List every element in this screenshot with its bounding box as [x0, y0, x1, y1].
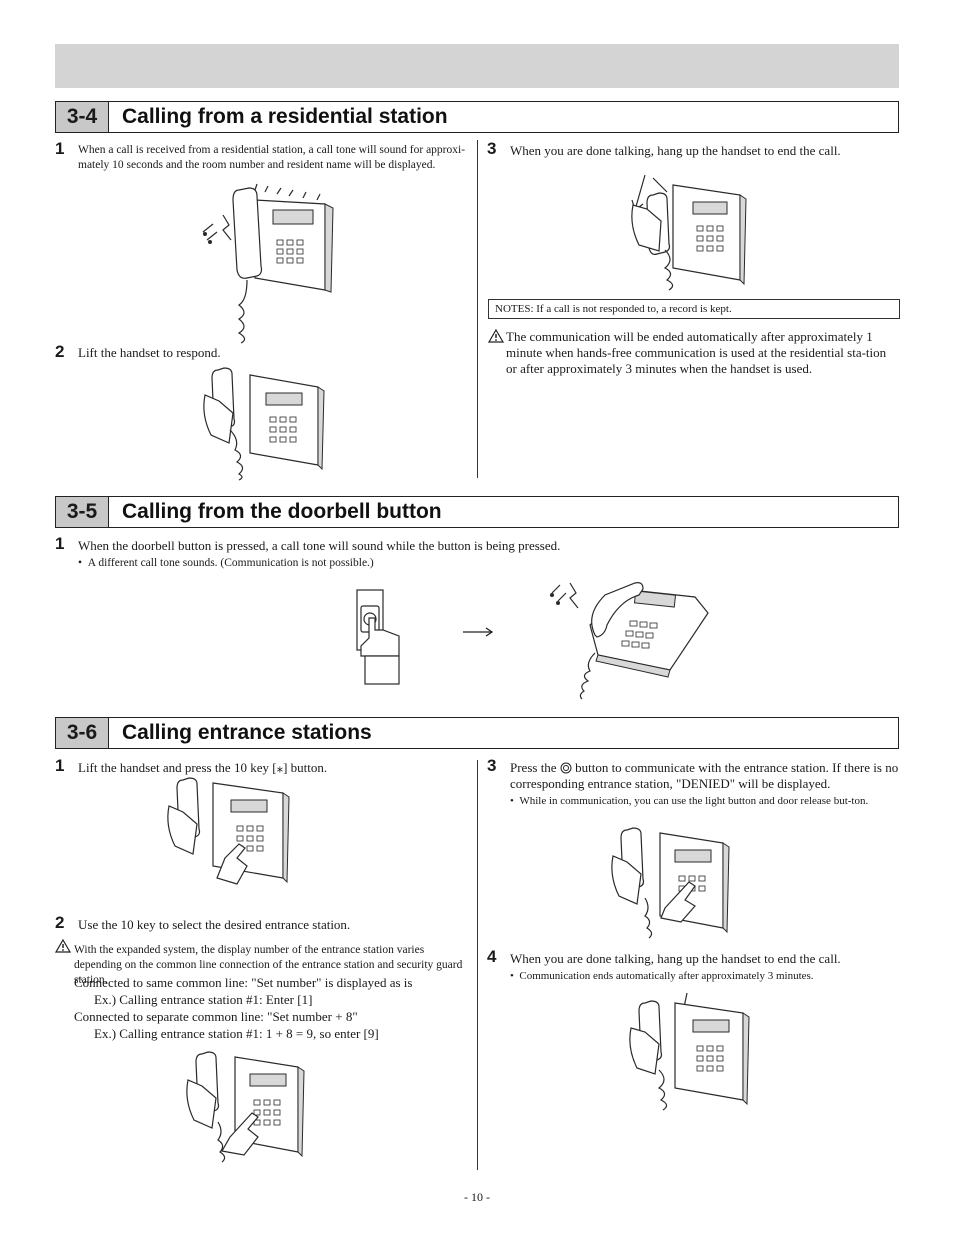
step-text: Lift the handset and press the 10 key [⁎…	[78, 760, 327, 776]
step-text: Press the button to communicate with the…	[510, 760, 900, 792]
step-number: 3	[487, 756, 497, 775]
step-number: 1	[55, 534, 65, 553]
intercom-illustration	[167, 777, 290, 885]
bullet-item: • While in communication, you can use th…	[510, 795, 869, 807]
section-title: Calling entrance stations	[122, 721, 372, 744]
intercom-illustration	[550, 582, 709, 700]
step-text-part: Lift the handset and press the 10 key [	[78, 760, 277, 775]
section-title: Calling from a residential station	[122, 105, 448, 128]
step-text: When you are done talking, hang up the h…	[510, 951, 841, 966]
bullet-item: • A different call tone sounds. (Communi…	[78, 557, 374, 569]
talk-button-icon	[560, 762, 572, 774]
warning-text: The communication will be ended automati…	[506, 329, 887, 376]
intercom-illustration	[186, 1051, 305, 1163]
step-number: 2	[55, 342, 65, 361]
page-number: - 10 -	[464, 1190, 490, 1204]
section-number: 3-4	[56, 102, 109, 132]
intercom-illustration	[631, 174, 747, 291]
bullet-text: While in communication, you can use the …	[519, 795, 869, 807]
intercom-illustration	[203, 367, 325, 481]
bullet-item: • Communication ends automatically after…	[510, 970, 814, 982]
step-text-part: Press the	[510, 760, 557, 775]
step-number: 1	[55, 756, 65, 775]
bullet-text: Communication ends automatically after a…	[519, 970, 814, 982]
step-number: 3	[487, 139, 497, 158]
section-header-3-4: 3-4 Calling from a residential station	[55, 101, 899, 133]
step-number: 2	[55, 913, 65, 932]
arrow-right-icon	[463, 627, 494, 637]
info-line: Ex.) Calling entrance station #1: Enter …	[94, 992, 313, 1007]
step-number: 4	[487, 947, 497, 966]
intercom-illustration	[202, 183, 334, 344]
doorbell-illustration	[356, 589, 400, 685]
step-text: When the doorbell button is pressed, a c…	[78, 538, 561, 553]
column-divider	[477, 760, 478, 1170]
intercom-illustration	[629, 992, 750, 1111]
info-line: Connected to separate common line: "Set …	[74, 1009, 358, 1024]
header-bar	[55, 44, 899, 88]
sound-wave-icon	[202, 214, 232, 244]
step-text: Use the 10 key to select the desired ent…	[78, 917, 351, 932]
section-header-3-5: 3-5 Calling from the doorbell button	[55, 496, 899, 528]
step-text: When you are done talking, hang up the h…	[510, 143, 841, 158]
star-key-icon: ⁎	[276, 760, 284, 775]
warning-icon	[54, 938, 72, 953]
intercom-illustration	[611, 827, 730, 939]
step-text-part: ] button.	[283, 760, 328, 775]
info-line: Connected to same common line: "Set numb…	[74, 975, 413, 990]
step-text: Lift the handset to respond.	[78, 345, 221, 360]
section-title: Calling from the doorbell button	[122, 500, 442, 523]
keypad	[276, 239, 304, 264]
step-text: When a call is received from a residenti…	[78, 144, 466, 171]
section-number: 3-6	[56, 718, 109, 748]
notes-box: NOTES: If a call is not responded to, a …	[488, 299, 900, 319]
warning-text: With the expanded system, the display nu…	[74, 944, 463, 986]
info-line: Ex.) Calling entrance station #1: 1 + 8 …	[94, 1026, 379, 1041]
warning-icon	[487, 328, 505, 343]
section-header-3-6: 3-6 Calling entrance stations	[55, 717, 899, 749]
section-number: 3-5	[56, 497, 109, 527]
bullet-text: A different call tone sounds. (Communica…	[87, 557, 374, 569]
sound-wave-icon	[550, 582, 579, 609]
column-divider	[477, 140, 478, 478]
step-text-part: button to communicate with the entrance …	[510, 760, 899, 791]
step-number: 1	[55, 139, 65, 158]
